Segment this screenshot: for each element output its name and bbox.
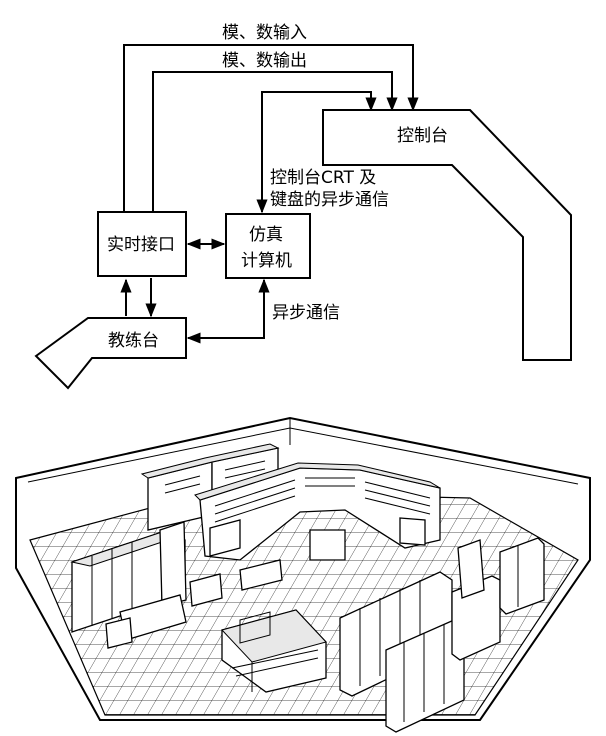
front-left-desks	[105, 559, 283, 649]
instructor-station-shape	[34, 317, 187, 390]
simulator-room-illustration	[15, 416, 591, 733]
async-line	[186, 278, 270, 344]
crt-label-2: 键盘的异步通信	[270, 190, 389, 210]
console-label: 控制台	[397, 126, 448, 146]
sim-computer-box	[225, 213, 311, 279]
instructor-station-label: 教练台	[108, 331, 159, 351]
output-line	[152, 71, 398, 212]
control-console	[194, 462, 441, 561]
room-back-wall	[15, 416, 591, 721]
instructor-desk	[221, 609, 327, 693]
sim-computer-label-2: 计算机	[241, 251, 292, 271]
async-label: 异步通信	[272, 303, 340, 323]
console-shape	[322, 109, 572, 361]
realtime-interface-box	[97, 211, 187, 277]
input-label: 模、数输入	[222, 23, 307, 43]
crt-label-1: 控制台CRT 及	[270, 168, 376, 188]
right-cabinets	[339, 537, 545, 733]
output-label: 模、数输出	[222, 51, 307, 71]
realtime-interface-label: 实时接口	[107, 235, 175, 255]
sim-computer-label-1: 仿真	[249, 225, 283, 245]
crt-line	[256, 91, 377, 214]
block-diagram: 模、数输入 模、数输出 控制台 控制台CRT 及 键盘的异步通信 实时接口 仿真…	[34, 23, 572, 390]
input-line	[123, 44, 419, 212]
